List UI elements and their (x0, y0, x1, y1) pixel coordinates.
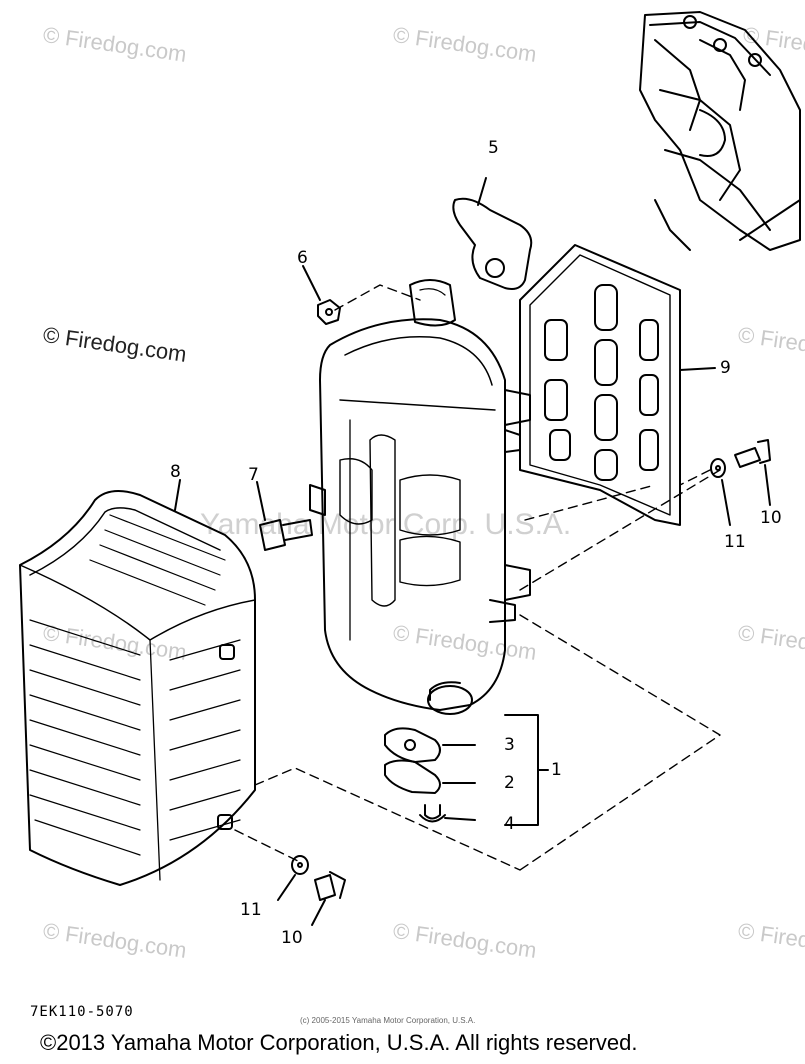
bolt-part-4 (419, 804, 446, 823)
callout-11-left: 11 (240, 900, 262, 920)
callout-4: 4 (504, 814, 515, 834)
callout-9: 9 (720, 358, 731, 378)
callout-6: 6 (297, 248, 308, 268)
bolt-part-10-left (314, 871, 346, 901)
callout-7: 7 (248, 465, 259, 485)
nut-part-6 (317, 299, 341, 325)
callout-11-right: 11 (724, 532, 746, 552)
heat-shield-part-9 (519, 244, 681, 526)
callout-10-right: 10 (760, 508, 782, 528)
copyright-footer: ©2013 Yamaha Motor Corporation, U.S.A. A… (40, 1030, 638, 1055)
gasket-part-5 (452, 197, 533, 290)
bolt-part-7 (259, 519, 313, 551)
callout-2: 2 (504, 773, 515, 793)
small-credit: (c) 2005-2015 Yamaha Motor Corporation, … (300, 1016, 476, 1025)
bolt-part-10-right (734, 439, 771, 468)
callout-8: 8 (170, 462, 181, 482)
muffler-cover-part-8 (19, 490, 256, 886)
dashed-leaders (234, 284, 721, 871)
drawing-code: 7EK110-5070 (30, 1004, 134, 1020)
callout-3: 3 (504, 735, 515, 755)
washer-part-11-left (291, 855, 309, 875)
gasket-part-3 (384, 727, 441, 763)
callout-1: 1 (551, 760, 562, 780)
muffler-body (309, 279, 531, 715)
gasket-part-2 (384, 759, 441, 794)
washer-part-11-right (710, 458, 726, 478)
engine-block-sketch (639, 11, 801, 251)
callout-5: 5 (488, 138, 499, 158)
callout-10-left: 10 (281, 928, 303, 948)
